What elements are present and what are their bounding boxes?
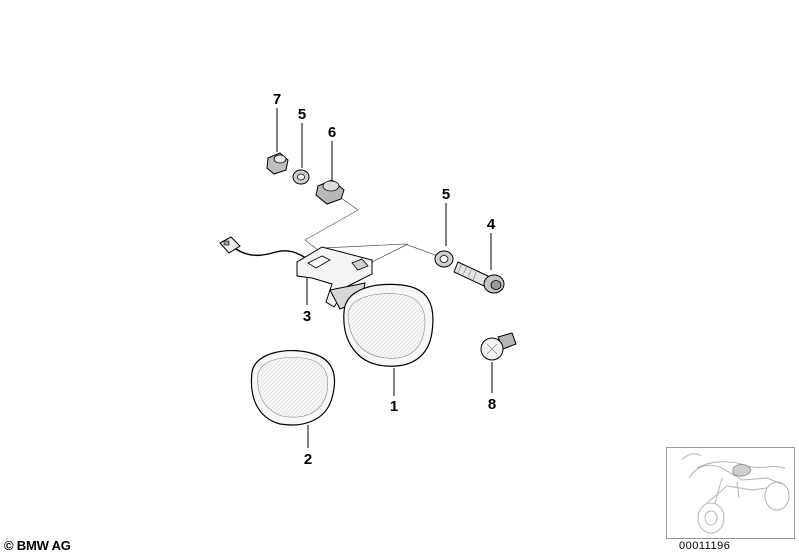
copyright-label: © BMW AG [4, 538, 71, 553]
part-2-lens [250, 349, 336, 426]
part-7-bush [266, 152, 289, 175]
diagram-number: 00011196 [679, 540, 731, 552]
callout-6: 6 [328, 124, 336, 141]
callout-5: 5 [298, 106, 306, 123]
part-6-spacer [315, 179, 345, 205]
part-connector-cable [219, 236, 307, 259]
callout-2: 2 [304, 451, 312, 468]
callout-8: 8 [488, 396, 496, 413]
part-4-screw [453, 261, 505, 294]
callout-4: 4 [487, 216, 496, 233]
motorcycle-location-thumbnail-icon [666, 447, 795, 539]
leader-lines [276, 108, 493, 448]
part-5-washer-upper [292, 169, 310, 185]
callout-3: 3 [303, 308, 311, 325]
callout-7: 7 [273, 91, 281, 108]
part-1-turn-indicator [329, 282, 434, 367]
part-5-washer-lower [434, 250, 454, 268]
callout-5-lower: 5 [442, 186, 450, 203]
part-3-bracket [296, 246, 373, 308]
part-8-bulb [480, 332, 517, 361]
callout-1: 1 [390, 398, 398, 415]
assembly-guides [304, 196, 439, 263]
